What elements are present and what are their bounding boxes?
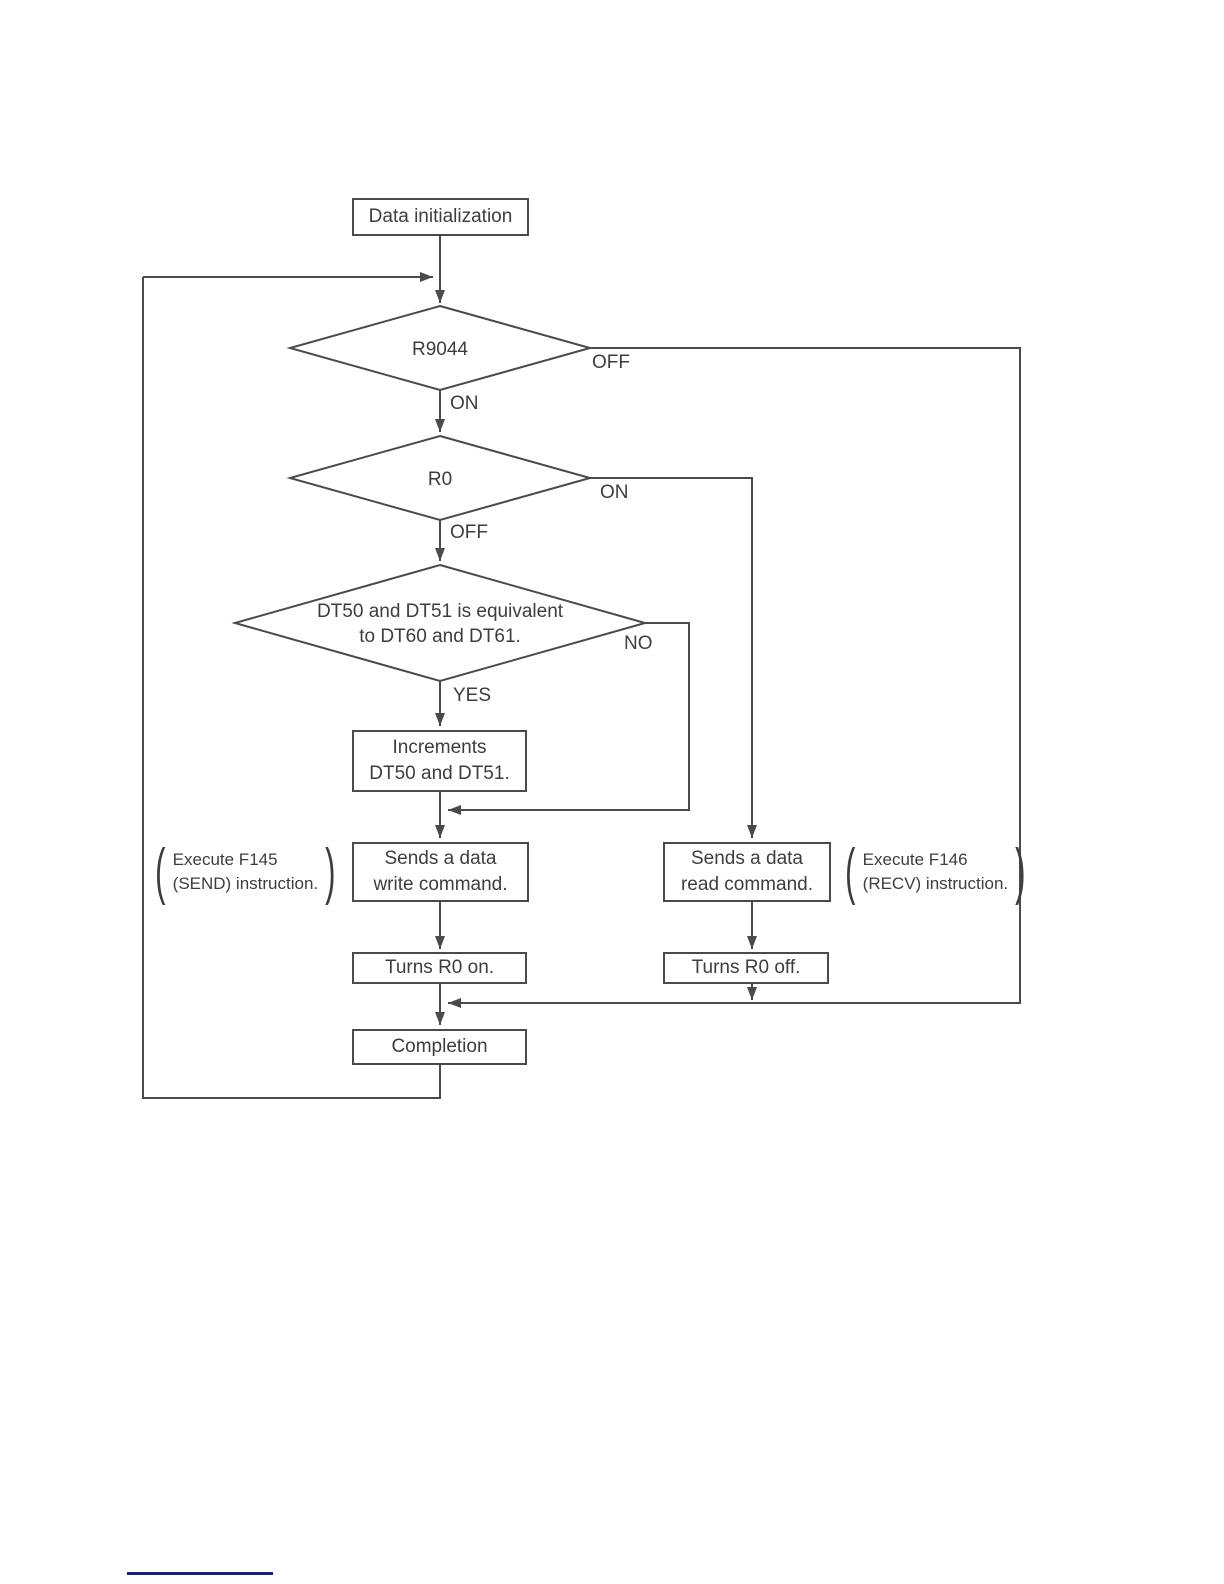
decision-label-r0: R0 [427, 469, 453, 490]
connector-dt-no-branch [448, 622, 690, 815]
node-completion: Completion [352, 1029, 527, 1065]
decision-r0 [286, 434, 594, 522]
hyperlink-underline[interactable] [127, 1572, 273, 1575]
annotation-send-instruction: ( Execute F145 (SEND) instruction. ) [150, 838, 341, 906]
edge-label-r0-on: ON [600, 482, 629, 503]
open-paren: ( [845, 837, 856, 906]
decision-dt-equal [231, 563, 649, 683]
connector-loop-back [142, 277, 441, 1099]
decision-label-r9044: R9044 [412, 339, 468, 360]
edge-label-dt-yes: YES [453, 685, 492, 706]
edge-label-dt-no: NO [624, 633, 653, 654]
node-turns-r0-off: Turns R0 off. [663, 952, 829, 984]
node-turns-r0-on: Turns R0 on. [352, 952, 527, 984]
node-data-initialization: Data initialization [352, 198, 529, 236]
decision-label-dt-equal: DT50 and DT51 is equivalent to DT60 and … [316, 601, 564, 647]
annotation-recv-text: Execute F146 (RECV) instruction. [862, 850, 1009, 893]
edge-label-r0-off: OFF [450, 522, 488, 543]
node-increments: Increments DT50 and DT51. [352, 730, 527, 792]
connector-r0-on-branch [590, 477, 757, 838]
close-paren: ) [325, 837, 336, 906]
node-send-read-command: Sends a data read command. [663, 842, 831, 902]
node-send-write-command: Sends a data write command. [352, 842, 529, 902]
annotation-recv-instruction: ( Execute F146 (RECV) instruction. ) [840, 838, 1031, 906]
connector-r9044-off-branch [448, 347, 1021, 1008]
open-paren: ( [155, 837, 166, 906]
annotation-send-text: Execute F145 (SEND) instruction. [172, 850, 319, 893]
edge-label-r9044-off: OFF [592, 352, 630, 373]
edge-label-r9044-on: ON [450, 393, 479, 414]
decision-r9044 [286, 304, 594, 392]
close-paren: ) [1015, 837, 1026, 906]
